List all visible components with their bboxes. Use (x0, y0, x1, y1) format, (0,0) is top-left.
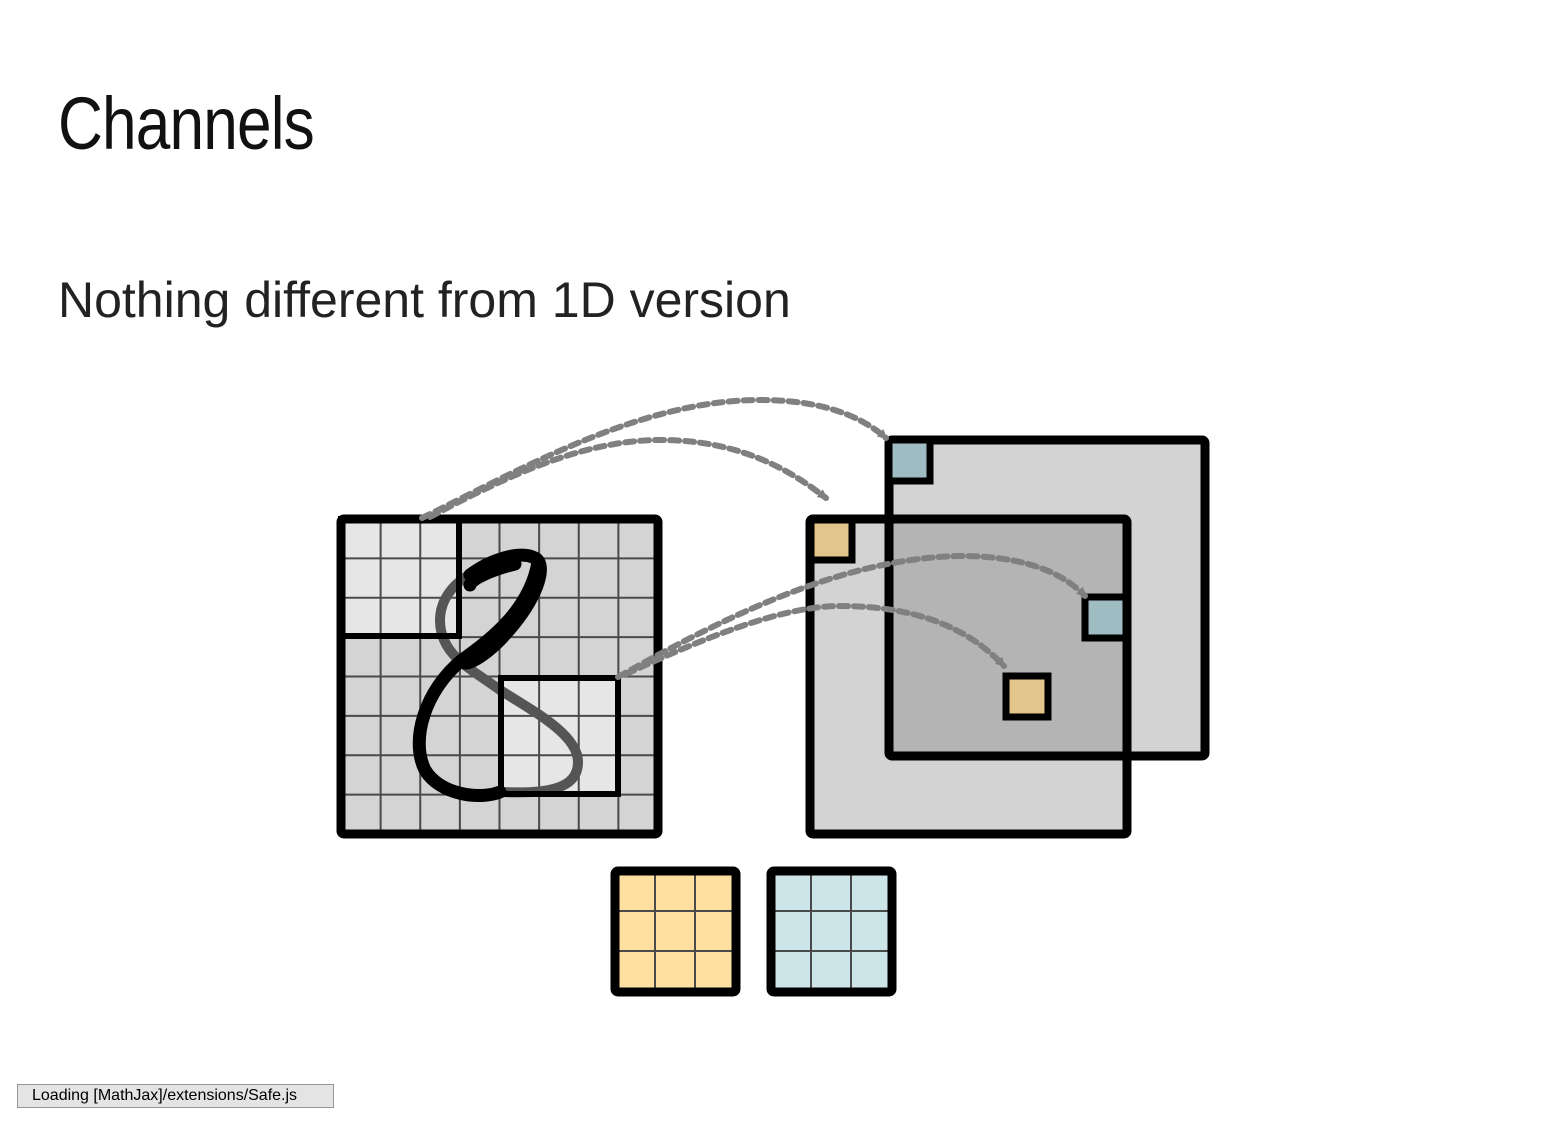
output-feature-maps (805, 435, 1210, 839)
mathjax-status-message: Loading [MathJax]/extensions/Safe.js (17, 1084, 334, 1108)
output-cell-orange-top (807, 516, 856, 564)
arrow-topleft-to-blue (419, 396, 889, 521)
output-cell-orange-middle (1002, 672, 1052, 721)
output-map-front-outline (805, 514, 1132, 839)
orange-kernel-grid (615, 871, 736, 992)
slide-subtitle: Nothing different from 1D version (58, 272, 791, 328)
arrow-bottomright-to-blue (615, 552, 1088, 680)
output-cell-blue-top (885, 436, 934, 485)
blue-kernel (766, 866, 897, 997)
mapping-arrows (419, 396, 1088, 680)
input-outline (336, 514, 663, 839)
digit-stroke-loop (455, 548, 547, 670)
receptive-field-bottom-right-outline (498, 675, 621, 797)
output-cell-blue-right (1081, 593, 1130, 642)
digit-stroke-front (412, 555, 545, 802)
arrow-topleft-to-orange (427, 436, 829, 520)
input-image (336, 514, 663, 839)
blue-kernel-grid (771, 871, 892, 992)
blue-kernel-outline (766, 866, 897, 997)
output-map-back-outline (884, 435, 1210, 761)
orange-kernel-outline (610, 866, 741, 997)
slide-title: Channels (58, 82, 315, 165)
arrow-bottomright-to-orange (623, 602, 1007, 677)
orange-kernel (610, 866, 741, 997)
